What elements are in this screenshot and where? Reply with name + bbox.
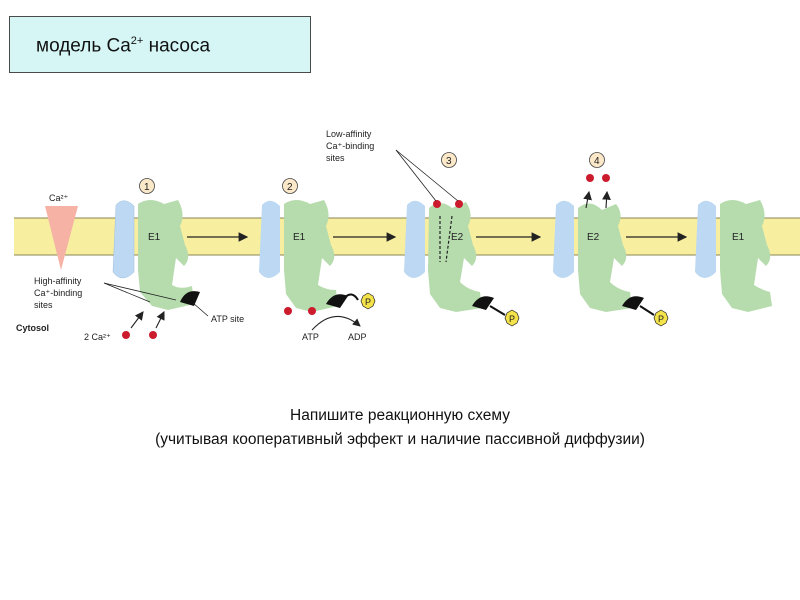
adp-label: ADP	[348, 332, 367, 342]
high-affinity-line: sites	[34, 300, 53, 310]
step-number: 1	[144, 182, 150, 193]
ion-channel-dashes	[445, 215, 453, 263]
ca-ion	[455, 200, 463, 208]
phosphate-link	[489, 305, 506, 316]
step-number-badge	[282, 178, 298, 194]
title-suffix: насоса	[143, 35, 211, 57]
phosphate-label: P	[509, 314, 515, 324]
low-affinity-line: Ca⁺-binding	[326, 141, 374, 151]
nucleotide-domain	[180, 291, 200, 306]
high-affinity-line: High-affinity	[34, 276, 82, 286]
cytosol-label: Cytosol	[16, 323, 49, 333]
pump-body-green	[138, 200, 194, 310]
high-affinity-label: High-affinity Ca⁺-binding sites	[34, 276, 85, 310]
title-prefix: модель Ca	[36, 35, 131, 57]
phosphate-link	[343, 293, 359, 301]
pump-body-green	[284, 200, 338, 312]
ca-ion	[433, 200, 441, 208]
pump-body-green	[720, 200, 772, 312]
step-number: 3	[446, 156, 452, 167]
phosphate-badge-step-3: P	[504, 309, 520, 327]
transmembrane-helix-blue	[553, 200, 574, 278]
conformation-label: E1	[293, 232, 306, 243]
conformation-label: E1	[148, 232, 161, 243]
pump-step-1: 1 E1	[112, 178, 200, 310]
step-number-badge	[441, 152, 457, 168]
atp-site-label: ATP site	[211, 314, 244, 324]
transmembrane-helix-blue	[259, 200, 280, 278]
high-affinity-line: Ca⁺-binding	[34, 288, 82, 298]
nucleotide-domain	[326, 294, 348, 308]
ca-ion	[122, 331, 130, 339]
title-box: модель Ca2+ насоса	[9, 16, 311, 73]
pump-step-4: 4 E2	[553, 152, 655, 316]
instructions: Напишите реакционную схему (учитывая коо…	[0, 404, 800, 452]
ca-ion	[284, 307, 292, 315]
title-superscript: 2+	[130, 35, 144, 47]
pump-body-green	[428, 202, 482, 312]
ca-ion	[602, 174, 610, 182]
pointer-line	[103, 282, 177, 301]
slide-title: модель Ca2+ насоса	[36, 35, 210, 57]
binding-arrow	[155, 311, 165, 329]
phosphate-label: P	[365, 297, 371, 307]
two-ca-label: 2 Ca²⁺	[84, 332, 111, 342]
ca-gradient-triangle	[45, 206, 78, 270]
nucleotide-domain	[472, 296, 494, 310]
transmembrane-helix-blue	[112, 200, 135, 279]
ca-ion	[149, 331, 157, 339]
conformation-label: E2	[451, 232, 464, 243]
binding-arrow	[130, 311, 144, 329]
pointer-line	[395, 149, 437, 202]
step-number-badge	[139, 178, 155, 194]
instruction-line-2: (учитывая кооперативный эффект и наличие…	[155, 431, 645, 448]
low-affinity-label: Low-affinity Ca⁺-binding sites	[326, 129, 377, 163]
atp-label: ATP	[302, 332, 319, 342]
pump-body-green	[578, 203, 632, 312]
pointer-line	[395, 149, 459, 202]
ca-ion	[308, 307, 316, 315]
pointer-line	[103, 282, 151, 303]
ca-gradient-label: Ca²⁺	[49, 193, 69, 203]
low-affinity-line: sites	[326, 153, 345, 163]
conformation-label: E2	[587, 232, 600, 243]
release-arrow	[583, 190, 592, 209]
low-affinity-line: Low-affinity	[326, 129, 372, 139]
atp-hydrolysis-arrow	[311, 316, 361, 331]
step-number: 4	[594, 156, 600, 167]
phosphate-link	[639, 305, 655, 316]
pump-step-2: 2 E1	[259, 178, 359, 315]
instruction-line-1: Напишите реакционную схему	[290, 407, 510, 424]
pump-step-5: E1	[695, 200, 772, 312]
atp-site-pointer	[192, 302, 209, 317]
transmembrane-helix-blue	[404, 200, 425, 278]
conformation-label: E1	[732, 232, 745, 243]
phosphate-badge-atp: P	[360, 292, 376, 310]
step-number: 2	[287, 182, 293, 193]
pump-step-3: 3 E2	[404, 152, 506, 316]
release-arrow	[602, 190, 611, 209]
phosphate-badge-step-4: P	[653, 309, 669, 327]
nucleotide-domain	[622, 296, 644, 310]
ca-ion	[586, 174, 594, 182]
transmembrane-helix-blue	[695, 200, 716, 278]
step-number-badge	[589, 152, 605, 168]
phosphate-label: P	[658, 314, 664, 324]
